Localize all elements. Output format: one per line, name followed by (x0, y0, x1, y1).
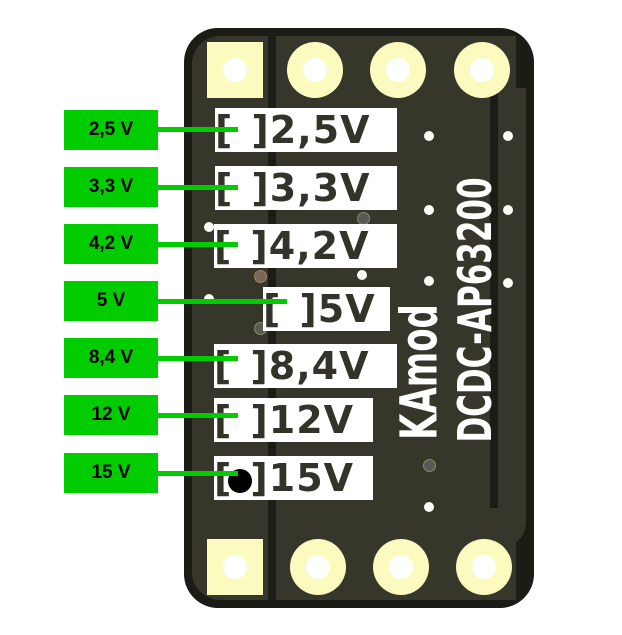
via (357, 270, 367, 280)
callout-line (158, 127, 238, 132)
trace-gap (490, 88, 498, 508)
callout-8-4v: 8,4 V (64, 338, 158, 378)
jumper-5v[interactable]: []5V (263, 287, 390, 331)
jumper-4-2v[interactable]: []4,2V (214, 224, 397, 268)
pad-top (370, 42, 426, 98)
pad-square-bottom (207, 539, 263, 595)
callout-line (158, 242, 238, 247)
callout-line (158, 413, 238, 418)
via (423, 459, 436, 472)
callout-line (158, 356, 238, 361)
callout-line (158, 471, 238, 476)
pad-bottom (456, 539, 512, 595)
via (254, 270, 267, 283)
via (424, 131, 434, 141)
via (424, 276, 434, 286)
jumper-2-5v[interactable]: []2,5V (215, 108, 397, 152)
callout-15v: 15 V (64, 453, 158, 493)
callout-5v: 5 V (64, 281, 158, 321)
via (503, 131, 513, 141)
model-label: DCDC-AP63200 (449, 177, 503, 443)
callout-4-2v: 4,2 V (64, 224, 158, 264)
jumper-15v[interactable]: []15V (214, 456, 373, 500)
jumper-8-4v[interactable]: []8,4V (214, 344, 397, 388)
callout-line (158, 185, 238, 190)
jumper-12v[interactable]: []12V (214, 398, 373, 442)
brand-label: KAmod (390, 304, 450, 440)
via (503, 205, 513, 215)
pad-top (287, 42, 343, 98)
pad-bottom (290, 539, 346, 595)
callout-3-3v: 3,3 V (64, 167, 158, 207)
callout-12v: 12 V (64, 395, 158, 435)
via (204, 222, 214, 232)
pad-square-top (207, 42, 263, 98)
via (503, 278, 513, 288)
via (424, 205, 434, 215)
jumper-3-3v[interactable]: []3,3V (215, 166, 397, 210)
callout-2-5v: 2,5 V (64, 110, 158, 150)
via (424, 502, 434, 512)
copper-plane-right (496, 88, 526, 548)
pad-bottom (373, 539, 429, 595)
callout-line (158, 299, 287, 304)
pad-top (454, 42, 510, 98)
